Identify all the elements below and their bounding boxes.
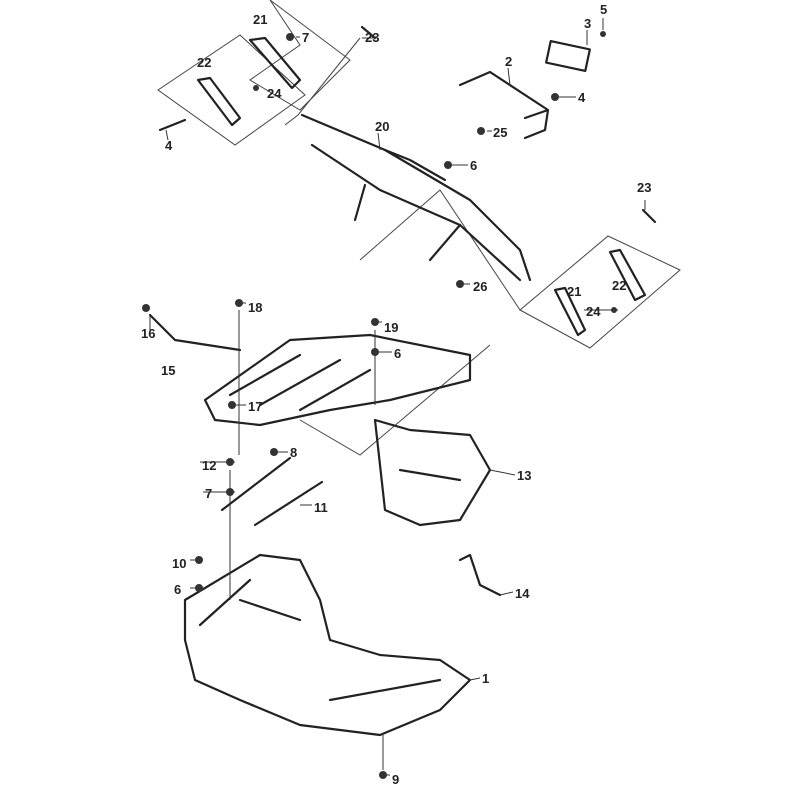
callout-6: 6 (470, 158, 477, 173)
callout-3: 3 (584, 16, 591, 31)
outline-right-footrest (519, 235, 681, 349)
fasteners (142, 31, 617, 779)
callout-6: 6 (394, 346, 401, 361)
hook-part-14 (458, 553, 502, 597)
callout-7: 7 (205, 486, 212, 501)
callout-23: 23 (637, 180, 651, 195)
footrest-part-22-left (196, 76, 242, 127)
callout-8: 8 (290, 445, 297, 460)
bar-part-15 (148, 313, 242, 352)
bracket-part-2 (458, 70, 550, 140)
outline-rack-link (299, 344, 491, 456)
callout-20: 20 (375, 119, 389, 134)
callout-9: 9 (392, 772, 399, 787)
callout-16: 16 (141, 326, 155, 341)
callout-7: 7 (302, 30, 309, 45)
callout-25: 25 (493, 125, 507, 140)
callouts: 21 7 23 22 24 4 3 5 2 4 20 25 6 23 26 21… (141, 2, 651, 787)
pin-part-23-right (641, 208, 657, 224)
callout-17: 17 (248, 399, 262, 414)
callout-5: 5 (600, 2, 607, 17)
callout-11: 11 (314, 500, 328, 515)
callout-18: 18 (248, 300, 262, 315)
callout-22: 22 (197, 55, 211, 70)
callout-4: 4 (578, 90, 586, 105)
footrest-part-21-left (248, 36, 302, 90)
side-rack-part-13 (373, 418, 492, 527)
pin-part-23-left (360, 25, 377, 40)
upper-rack-part (203, 333, 472, 427)
callout-13: 13 (517, 468, 531, 483)
callout-15: 15 (161, 363, 175, 378)
callout-4: 4 (165, 138, 173, 153)
callout-24: 24 (586, 304, 601, 319)
callout-22: 22 (612, 278, 626, 293)
callout-24: 24 (267, 86, 282, 101)
callout-14: 14 (515, 586, 530, 601)
block-part-3 (545, 39, 591, 73)
footrest-part-21-right (553, 286, 587, 337)
callout-26: 26 (473, 279, 487, 294)
footrest-part-22-right (608, 248, 647, 302)
callout-19: 19 (384, 320, 398, 335)
outline-left-bracket (249, 0, 351, 111)
strap-part-11 (220, 456, 324, 527)
outline-left-footrest (157, 34, 306, 146)
callout-21: 21 (567, 284, 581, 299)
callout-23: 23 (365, 30, 379, 45)
callout-21: 21 (253, 12, 267, 27)
callout-1: 1 (482, 671, 489, 686)
callout-12: 12 (202, 458, 216, 473)
callout-6: 6 (174, 582, 181, 597)
outline-connector (284, 37, 361, 126)
assembly-outlines (157, 0, 681, 456)
lower-rack-part-1 (183, 553, 472, 737)
outline-frame-link (359, 189, 521, 311)
leader-lines (149, 18, 646, 776)
front-bumper-part-20 (300, 113, 532, 282)
callout-2: 2 (505, 54, 512, 69)
callout-10: 10 (172, 556, 186, 571)
